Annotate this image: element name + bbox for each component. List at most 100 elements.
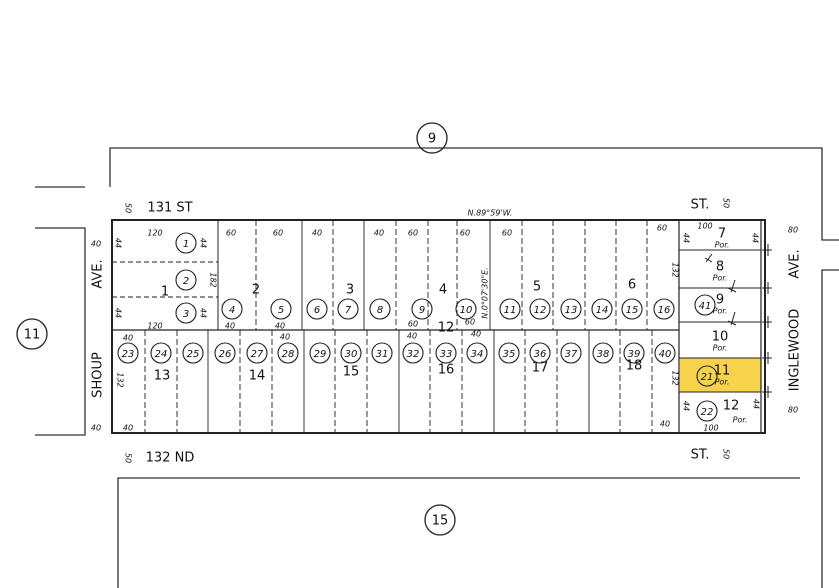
lot-dimension: 60	[226, 229, 236, 238]
parcel-number[interactable]: 32	[407, 349, 420, 360]
lot-dimension: 40	[374, 229, 384, 238]
parcel-number[interactable]: 4	[229, 305, 235, 316]
parcel-circle	[175, 232, 197, 254]
lot-dimension: 44	[682, 401, 691, 411]
parcel-circle	[175, 269, 197, 291]
parcel-number[interactable]: 8	[377, 305, 383, 316]
east-lot-number: 9	[716, 293, 724, 308]
parcel-number[interactable]: 31	[376, 349, 389, 360]
parcel-number[interactable]: 38	[597, 349, 610, 360]
parcel-circle	[591, 298, 613, 320]
east-lot-note: Por.	[713, 344, 728, 353]
parcel-number[interactable]: 5	[278, 305, 284, 316]
lot-line-ticks	[704, 244, 772, 398]
parcel-number[interactable]: 22	[701, 407, 714, 418]
parcel-number[interactable]: 23	[122, 349, 135, 360]
lot-dimension: 100	[703, 424, 718, 433]
parcel-circle	[592, 342, 614, 364]
street-name-north[interactable]: 131 ST	[147, 201, 192, 216]
parcel-circle	[499, 298, 521, 320]
lot-dimension: 44	[199, 308, 208, 318]
east-lot-number: 12	[723, 399, 740, 414]
parcel-number[interactable]: 41	[699, 301, 712, 312]
adjacent-block-circle	[416, 122, 448, 154]
parcel-circle	[621, 298, 643, 320]
east-lot-note: Por.	[713, 307, 728, 316]
parcel-circle	[337, 298, 359, 320]
parcel-circle	[529, 342, 551, 364]
parcel-number[interactable]: 29	[314, 349, 327, 360]
parcel-number[interactable]: 33	[440, 349, 453, 360]
parcel-number[interactable]: 27	[251, 349, 264, 360]
parcel-number[interactable]: 28	[282, 349, 295, 360]
parcel-number[interactable]: 30	[345, 349, 358, 360]
east-lot-note: Por.	[733, 416, 748, 425]
parcel-number[interactable]: 37	[565, 349, 578, 360]
parcel-number[interactable]: 11	[504, 305, 517, 316]
lot-number: 16	[438, 363, 455, 378]
street-width-east: 80	[788, 226, 798, 235]
parcel-circle	[653, 298, 675, 320]
parcel-number[interactable]: 9	[419, 305, 425, 316]
adjacent-block-number[interactable]: 15	[432, 514, 449, 529]
parcel-number[interactable]: 2	[183, 276, 189, 287]
parcel-number[interactable]: 13	[565, 305, 578, 316]
adjacent-block-number[interactable]: 11	[24, 328, 41, 343]
street-width-west: 40	[91, 240, 101, 249]
parcel-circle	[466, 342, 488, 364]
parcel-number[interactable]: 7	[345, 305, 352, 316]
street-name-south[interactable]: 132 ND	[146, 451, 195, 466]
lot-dimension: 40	[471, 330, 481, 339]
adjacent-block-circle	[16, 318, 48, 350]
lot-dimension: 44	[199, 238, 208, 248]
parcel-circle	[175, 302, 197, 324]
lot-dimension: 120	[147, 229, 162, 238]
parcel-number[interactable]: 26	[219, 349, 232, 360]
lot-dimension: 120	[147, 322, 162, 331]
bearing-north-line: N.89°59'W.	[468, 209, 513, 218]
parcel-circle	[654, 342, 676, 364]
parcel-number[interactable]: 15	[626, 305, 639, 316]
east-lot-number: 11	[714, 364, 731, 379]
parcel-number[interactable]: 36	[534, 349, 547, 360]
parcel-number[interactable]: 39	[628, 349, 641, 360]
lot-number: 14	[249, 369, 266, 384]
parcel-number[interactable]: 6	[314, 305, 320, 316]
lot-number: 5	[533, 280, 541, 295]
street-width-south: 50	[722, 449, 731, 459]
lot-dimension: 44	[114, 308, 123, 318]
highlighted-parcel[interactable]	[680, 358, 761, 392]
east-lot-note: Por.	[715, 378, 730, 387]
lot-dimension: 60	[408, 229, 418, 238]
parcel-circle	[309, 342, 331, 364]
parcel-number[interactable]: 16	[658, 305, 671, 316]
street-name-west[interactable]: SHOUP	[91, 352, 106, 398]
adjacent-block-number[interactable]: 9	[428, 132, 436, 147]
bearing-center-line: N.0°07'30"E.	[481, 267, 490, 318]
lot-dimension: 40	[312, 229, 322, 238]
lot-dimension: 40	[407, 332, 417, 341]
east-lot-number: 7	[718, 227, 726, 242]
street-edges	[35, 147, 839, 588]
parcel-number[interactable]: 25	[187, 349, 200, 360]
parcel-number[interactable]: 1	[183, 239, 189, 250]
parcel-circle	[340, 342, 362, 364]
parcel-number[interactable]: 12	[534, 305, 547, 316]
parcel-number[interactable]: 10	[460, 305, 473, 316]
lot-dimension: 44	[114, 238, 123, 248]
parcel-number[interactable]: 14	[596, 305, 609, 316]
parcel-number[interactable]: 21	[701, 372, 714, 383]
parcel-number[interactable]: 3	[183, 309, 189, 320]
lot-dimension: 60	[408, 320, 418, 329]
lot-number: 1	[161, 285, 169, 300]
lot-dimension: 40	[225, 322, 235, 331]
street-width-east: 80	[788, 406, 798, 415]
parcel-number[interactable]: 24	[155, 349, 168, 360]
parcel-circle	[696, 365, 718, 387]
parcel-number[interactable]: 34	[471, 349, 484, 360]
lot-dimension: 60	[502, 229, 512, 238]
parcel-number[interactable]: 35	[503, 349, 516, 360]
street-name-east[interactable]: INGLEWOOD	[788, 309, 803, 391]
parcel-number[interactable]: 40	[659, 349, 672, 360]
lot-dimension: 44	[751, 233, 760, 243]
